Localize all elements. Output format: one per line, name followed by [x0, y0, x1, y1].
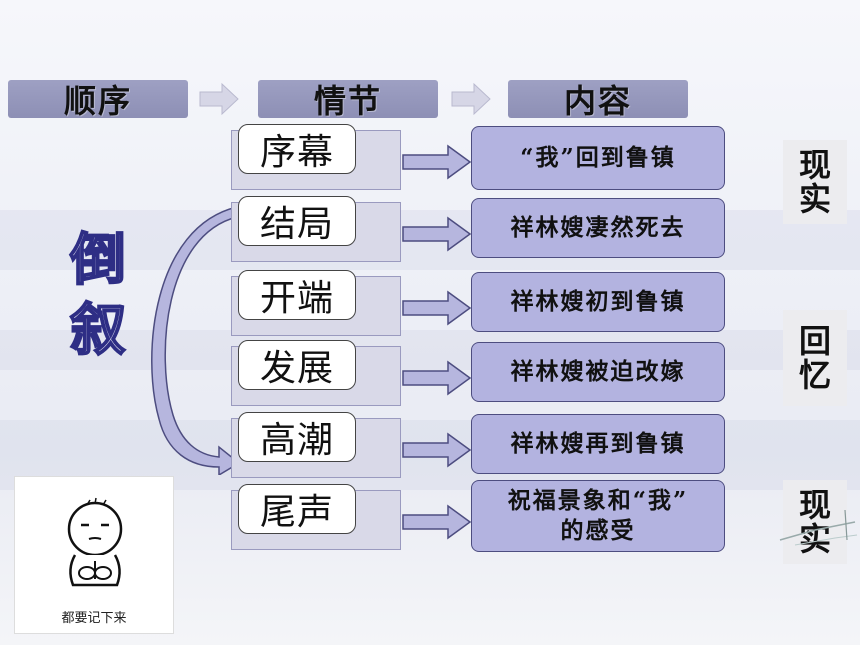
- content-line: 的感受: [560, 517, 636, 544]
- header-content: 内容: [508, 80, 688, 120]
- side-label-char: 现: [798, 486, 831, 524]
- side-label-char: 回: [798, 322, 831, 360]
- side-label-char: 忆: [798, 356, 831, 394]
- content-line: 祝福景象和“我”: [507, 487, 689, 514]
- header-arrow-1: [199, 82, 239, 116]
- content-box: “我”回到鲁镇: [471, 126, 725, 190]
- ink-decoration: [779, 509, 858, 546]
- meme-caption: 都要记下来: [61, 611, 127, 626]
- stage-arrow: [402, 504, 472, 540]
- meme-sticker: 都要记下来: [14, 476, 174, 634]
- stage-box: 尾声: [238, 484, 356, 534]
- stage-box: 序幕: [238, 124, 356, 174]
- side-label-char: 现: [798, 146, 831, 184]
- stage-arrow: [402, 360, 472, 396]
- stage-arrow: [402, 144, 472, 180]
- side-label-reality-2: 现 实: [783, 480, 847, 564]
- side-label-memory: 回 忆: [783, 310, 847, 406]
- stage-arrow: [402, 216, 472, 252]
- stage-box: 开端: [238, 270, 356, 320]
- flashback-curve-arrow: [151, 206, 241, 475]
- header-order: 顺序: [8, 80, 188, 120]
- order-label-char-2: 叙: [69, 296, 127, 364]
- content-box: 祥林嫂再到鲁镇: [471, 414, 725, 474]
- content-box: 祥林嫂被迫改嫁: [471, 342, 725, 402]
- order-label: 倒 叙: [58, 225, 138, 365]
- content-box-last: 祝福景象和“我” 的感受: [471, 480, 725, 552]
- order-label-char-1: 倒: [69, 226, 127, 294]
- stage-arrow: [402, 290, 472, 326]
- stage-arrow: [402, 432, 472, 468]
- stage-box: 结局: [238, 196, 356, 246]
- stage-box: 高潮: [238, 412, 356, 462]
- header-plot: 情节: [258, 80, 438, 120]
- side-label-reality-1: 现 实: [783, 140, 847, 224]
- header-arrow-2: [451, 82, 491, 116]
- content-box: 祥林嫂初到鲁镇: [471, 272, 725, 332]
- stage-box: 发展: [238, 340, 356, 390]
- content-box: 祥林嫂凄然死去: [471, 198, 725, 258]
- meme-face-icon: [67, 497, 123, 587]
- side-label-char: 实: [798, 180, 831, 218]
